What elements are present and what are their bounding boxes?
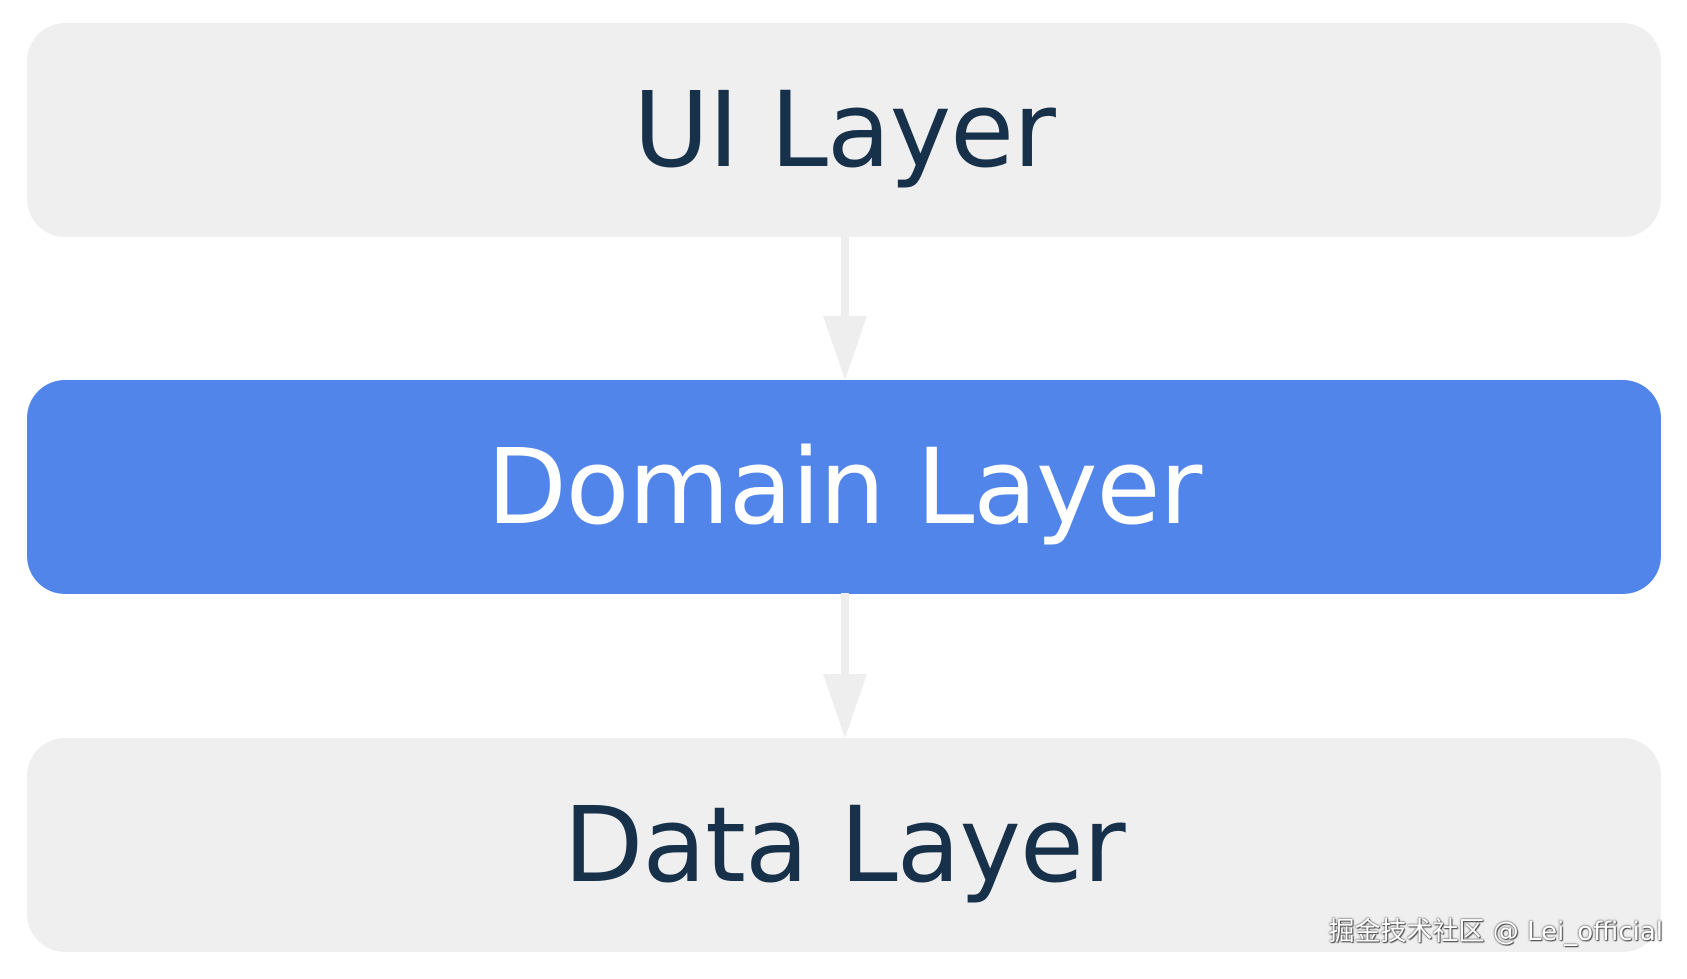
- arrow-shaft: [841, 236, 849, 320]
- arrow-ui-to-domain: [823, 236, 867, 380]
- data-layer-label: Data Layer: [563, 784, 1125, 906]
- data-layer-box: Data Layer: [27, 738, 1661, 952]
- domain-layer-box: Domain Layer: [27, 380, 1661, 594]
- arrow-head: [823, 674, 867, 738]
- arrow-head: [823, 316, 867, 380]
- domain-layer-label: Domain Layer: [486, 426, 1203, 548]
- ui-layer-label: UI Layer: [633, 69, 1056, 191]
- arrow-domain-to-data: [823, 593, 867, 738]
- watermark-text: 掘金技术社区 @ Lei_official: [1328, 917, 1664, 947]
- arrow-shaft: [841, 593, 849, 678]
- ui-layer-box: UI Layer: [27, 23, 1661, 237]
